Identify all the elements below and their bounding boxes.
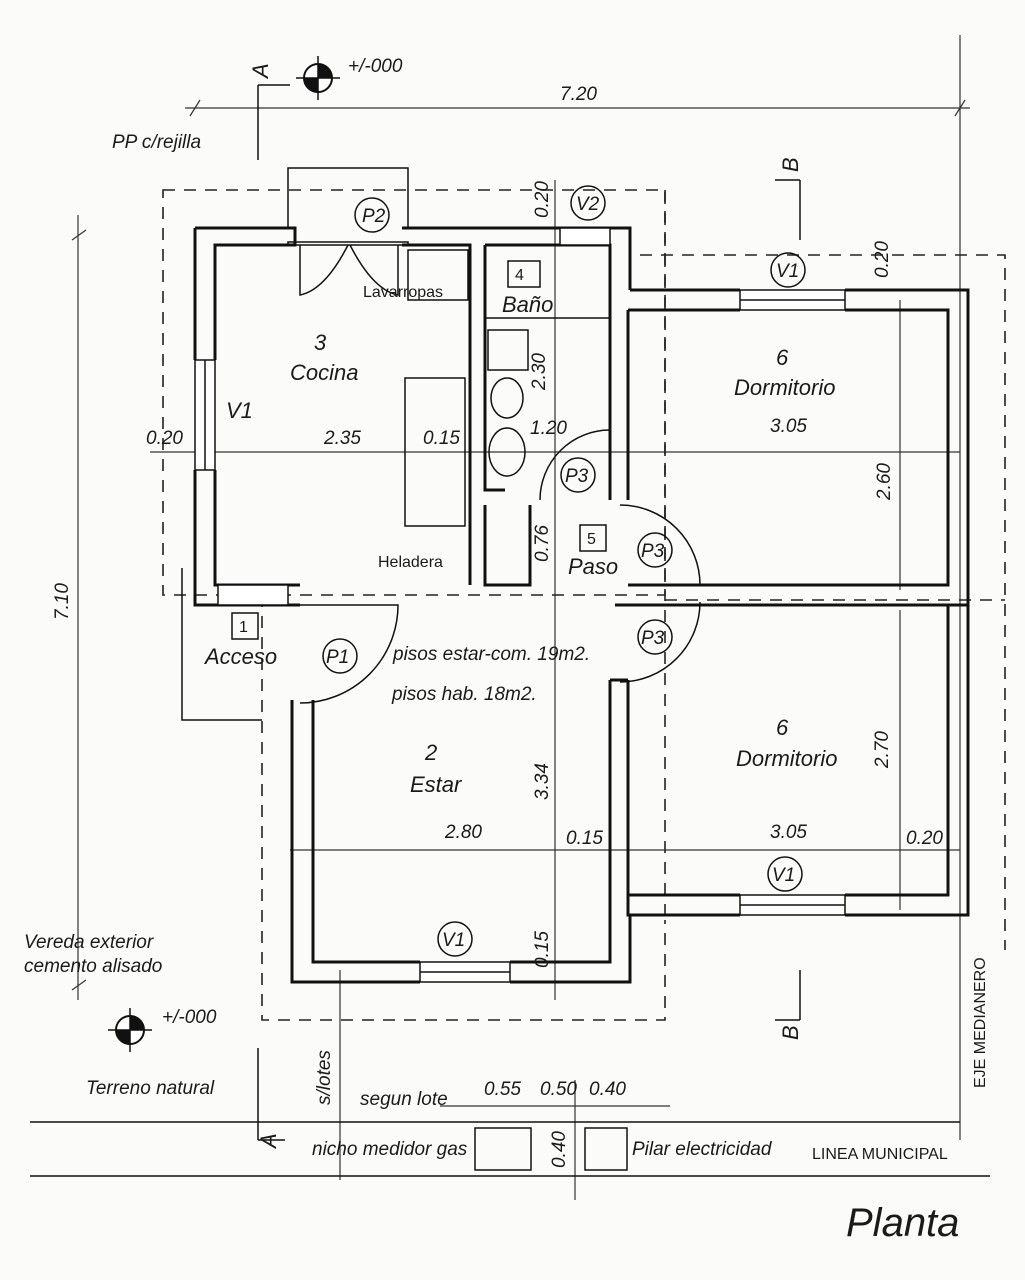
- dorm1-num: 6: [776, 345, 789, 370]
- dim-total-width: 7.20: [560, 84, 597, 105]
- note-pp: PP c/rejilla: [112, 132, 201, 153]
- note-vereda-line1: Vereda exterior: [24, 932, 154, 953]
- dimension-lines: [71, 35, 970, 1200]
- electric-pillar: [584, 1127, 628, 1171]
- opening-tags: [231, 185, 806, 957]
- dorm2-name: Dormitorio: [736, 746, 837, 771]
- tag-p3c: P3: [641, 628, 665, 649]
- bano-name: Baño: [502, 292, 553, 317]
- dim-top-wall-left: 0.20: [532, 181, 553, 218]
- dim-dorm1-depth: 2.60: [874, 463, 895, 501]
- note-segun-lote: segun lote: [360, 1089, 448, 1110]
- dim-total-depth: 7.10: [52, 583, 73, 620]
- note-nicho: nicho medidor gas: [312, 1139, 468, 1160]
- counter: [404, 377, 466, 527]
- level-marker-top: [296, 56, 340, 100]
- note-pisos-hab: pisos hab. 18m2.: [391, 684, 537, 705]
- tag-v1-cocina: V1: [226, 398, 253, 423]
- dim-nicho-depth: 0.40: [549, 1131, 570, 1168]
- dim-dorm2-depth: 2.70: [872, 731, 893, 769]
- dim-right-wall: 0.20: [906, 828, 943, 849]
- tag-p2: P2: [362, 206, 386, 227]
- note-pisos-estar: pisos estar-com. 19m2.: [392, 644, 590, 665]
- note-slotes: s/lotes: [314, 1050, 335, 1105]
- toilet: [488, 427, 526, 477]
- section-a-bottom: A: [256, 1133, 281, 1150]
- dim-top-wall-right: 0.20: [872, 241, 893, 278]
- doors: [287, 167, 701, 704]
- paso-name: Paso: [568, 554, 618, 579]
- tag-p3a: P3: [565, 466, 589, 487]
- bano-num: 4: [515, 267, 524, 284]
- windows: [194, 227, 846, 983]
- acceso-num: 1: [239, 619, 248, 636]
- dim-dorm1-width: 3.05: [770, 416, 807, 437]
- dim-cocina-int-wall: 0.15: [423, 428, 460, 449]
- dim-front-wall: 0.15: [532, 931, 553, 968]
- dim-estar-depth: 3.34: [532, 763, 553, 800]
- cocina-name: Cocina: [290, 360, 358, 385]
- fixtures: [404, 249, 610, 527]
- estar-num: 2: [424, 740, 437, 765]
- estar-name: Estar: [410, 772, 463, 797]
- tag-v1-bottom: V1: [772, 865, 795, 886]
- note-linea-municipal: LINEA MUNICIPAL: [812, 1146, 948, 1163]
- washing-machine: [407, 249, 469, 301]
- dim-estar-width: 2.80: [444, 822, 482, 843]
- dim-lote-b: 0.50: [540, 1079, 577, 1100]
- section-b-bottom: B: [778, 1025, 803, 1040]
- tag-v1-estar: V1: [442, 930, 465, 951]
- note-vereda: Vereda exterior cemento alisado: [24, 932, 162, 977]
- dim-paso-width: 0.76: [532, 525, 553, 562]
- tag-v1-top: V1: [776, 261, 799, 282]
- note-vereda-line2: cemento alisado: [24, 956, 162, 977]
- sink: [487, 329, 529, 371]
- level-bottom: +/-000: [162, 1007, 217, 1028]
- tag-p3b: P3: [641, 541, 665, 562]
- note-pilar: Pilar electricidad: [632, 1139, 773, 1160]
- section-a-top: A: [248, 63, 273, 80]
- level-top: +/-000: [348, 56, 403, 77]
- acceso-name: Acceso: [203, 644, 277, 669]
- note-terreno: Terreno natural: [86, 1078, 215, 1099]
- dim-bano-depth: 2.30: [529, 353, 550, 391]
- note-lavarropas: Lavarropas: [363, 284, 443, 301]
- note-eje-medianero: EJE MEDIANERO: [972, 957, 989, 1088]
- section-b-top: B: [778, 157, 803, 172]
- dorm2-num: 6: [776, 715, 789, 740]
- dim-bano-width: 1.20: [530, 418, 567, 439]
- bidet: [490, 377, 524, 419]
- gas-niche: [474, 1127, 532, 1171]
- dim-cocina-width: 2.35: [323, 428, 361, 449]
- boundary: [30, 84, 990, 1177]
- dim-lote-a: 0.55: [484, 1079, 521, 1100]
- dim-lote-c: 0.40: [589, 1079, 626, 1100]
- sheet-title: Planta: [846, 1201, 959, 1245]
- cocina-num: 3: [314, 330, 327, 355]
- paso-num: 5: [587, 531, 596, 548]
- dim-estar-wall: 0.15: [566, 828, 603, 849]
- dorm1-name: Dormitorio: [734, 375, 835, 400]
- labels: +/-000 +/-000 7.20 PP c/rejilla 7.10 A A…: [24, 56, 989, 1245]
- dashed-outlines: [162, 189, 1006, 1021]
- tag-p1: P1: [326, 647, 349, 668]
- note-heladera: Heladera: [378, 554, 443, 571]
- tag-v2: V2: [576, 194, 600, 215]
- dim-cocina-wall: 0.20: [146, 428, 183, 449]
- walls: [181, 226, 970, 984]
- dim-dorm2-width: 3.05: [770, 822, 807, 843]
- level-marker-bottom: [108, 1008, 152, 1052]
